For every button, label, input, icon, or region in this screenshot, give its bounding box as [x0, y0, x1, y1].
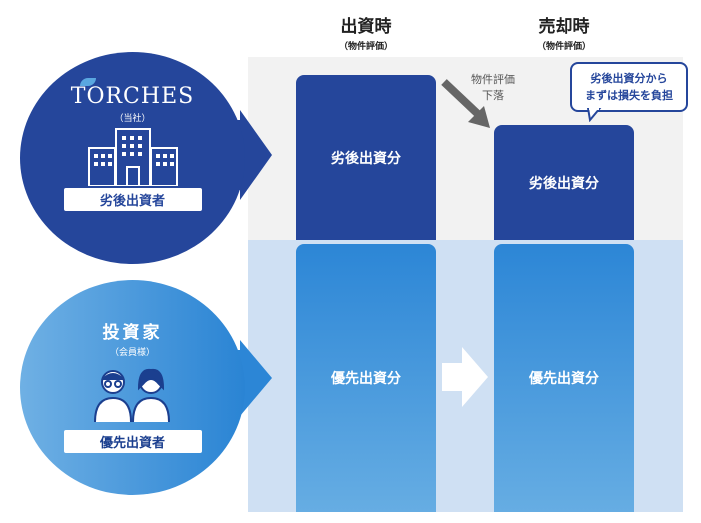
building-icon: [87, 128, 178, 187]
priority-bar-sale: 優先出資分: [494, 244, 634, 512]
header-sub: （物件評価）: [536, 42, 591, 52]
callout-tail: [586, 108, 602, 122]
drop-line: 下落: [482, 89, 504, 102]
subordinate-investor-tag: 劣後出資者: [63, 188, 202, 211]
subordinate-bar-sale: 劣後出資分: [494, 125, 634, 240]
investor-sub: （会員様）: [109, 348, 155, 358]
bar-label: 優先出資分: [331, 371, 401, 387]
priority-investor-tag: 優先出資者: [63, 430, 202, 453]
torches-logo: TORCHES: [70, 84, 195, 109]
right-arrow-icon: [442, 347, 488, 407]
callout-line: まずは損失を負担: [585, 89, 673, 102]
down-arrow-icon: [441, 79, 490, 128]
header-investment-time: 出資時 （物件評価）: [296, 12, 436, 52]
callout-bubble: 劣後出資分からまずは損失を負担: [570, 62, 688, 112]
header-title: 出資時: [340, 17, 392, 37]
drop-line: 物件評価: [471, 73, 515, 86]
bar-label: 劣後出資分: [529, 175, 599, 192]
investor-circle: 投資家 （会員様） 優先出資者: [20, 280, 245, 495]
people-icon: [93, 368, 170, 423]
bar-label: 劣後出資分: [331, 150, 401, 167]
investor-title: 投資家: [102, 323, 163, 343]
logo-leaf-icon: [80, 78, 96, 86]
header-sub: （物件評価）: [338, 42, 393, 52]
header-title: 売却時: [538, 17, 590, 37]
header-sale-time: 売却時 （物件評価）: [494, 12, 634, 52]
callout-line: 劣後出資分から: [590, 72, 668, 85]
torches-sub: （当社）: [114, 114, 151, 124]
torches-circle: TORCHES （当社） 劣後出資者: [20, 52, 245, 264]
bar-label: 優先出資分: [529, 371, 599, 387]
priority-bar-initial: 優先出資分: [296, 244, 436, 512]
subordinate-bar-initial: 劣後出資分: [296, 75, 436, 240]
value-drop-label: 物件評価下落: [458, 72, 528, 104]
